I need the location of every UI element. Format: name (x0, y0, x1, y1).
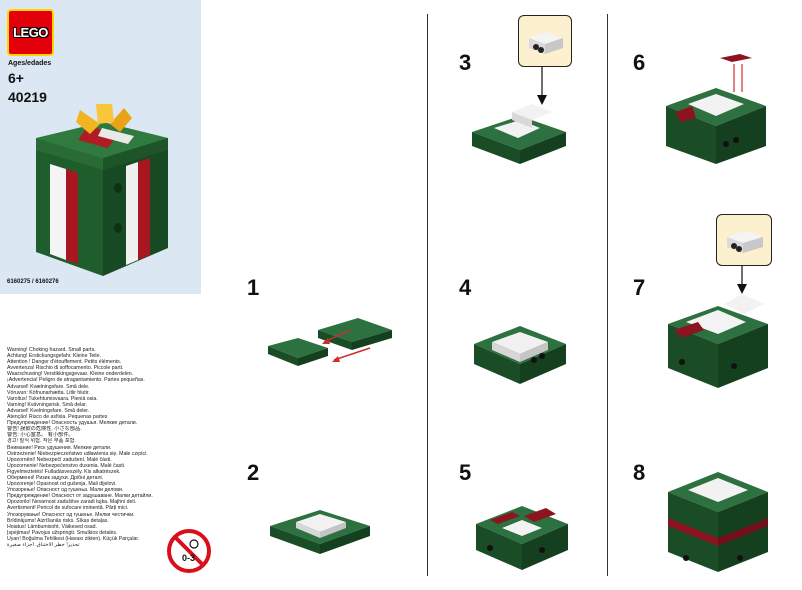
warning-line: Ostrzeżenie! Niebezpieczeństwo udławieni… (7, 450, 148, 457)
ages-label: Ages/edades (8, 60, 52, 67)
step-7-illustration (668, 294, 768, 388)
warning-line: 경고! 질식 위험. 작은 부품 포함. (7, 438, 76, 445)
step-number-8: 8 (633, 460, 646, 485)
age-warning-text: 0-3 (182, 553, 195, 563)
white-brick-part-image (727, 231, 763, 253)
step-number-1: 1 (247, 275, 260, 300)
warning-line: تحذير! خطر الاختناق. أجزاء صغيرة (7, 542, 80, 548)
gift-box-model-image (36, 104, 168, 276)
cover-product-codes: 6160275 / 6160276 (7, 279, 59, 285)
warning-line: 警告: 小心窒息。 有小部件。 (7, 432, 74, 439)
step-3-part-callout (518, 15, 572, 67)
white-brick-part-image (529, 32, 563, 54)
warning-line: Figyelmeztetés! Fulladásveszély. Kis alk… (7, 468, 121, 475)
step-3-illustration (472, 104, 566, 164)
set-number: 40219 (8, 89, 47, 105)
warning-line: Upozorenje! Opasnost od gušenja. Mali di… (7, 481, 117, 488)
step-4-illustration (474, 326, 566, 384)
warning-line: ¡Advertencia! Peligro de atragantamiento… (7, 377, 145, 384)
warning-line: Avvertenza! Rischio di soffocamento. Pic… (7, 365, 124, 372)
warning-line: Hoiatus! Lämbumisoht. Väikesed osad. (7, 523, 97, 530)
warning-line: Упозорење! Опасност од гушења. Мали дело… (7, 487, 124, 494)
warning-line: Waarschuwing! Verstikkingsgevaar. Kleine… (7, 371, 134, 378)
warning-line: Внимание! Риск удушения. Мелкие детали. (7, 444, 112, 451)
warning-line: Vöruvun: Köfnunarhætta. Litlir hlutir. (7, 389, 90, 396)
step-1-illustration (268, 318, 392, 366)
step-number-7: 7 (633, 275, 646, 300)
warning-line: Оберменні! Ризик задухи. Дрібні деталі. (7, 474, 104, 481)
step-7-part-callout (716, 214, 772, 266)
column-divider (427, 14, 428, 576)
column-divider (607, 14, 608, 576)
step-8-illustration (668, 472, 768, 572)
warning-line: Advarsel! Kvelningsfare. Små deler. (7, 407, 90, 414)
warning-line: Avertisment! Pericol de sufocare iminent… (7, 505, 129, 512)
warning-line: Brīdinājums! Aizrīšanās risks. Sīkas det… (7, 517, 109, 524)
lego-logo-text: LEGO (13, 25, 48, 40)
step-number-2: 2 (247, 460, 260, 485)
warning-line: Upozornění! Nebezpečí zadušení. Malé čás… (7, 456, 112, 463)
warning-line: Advarsel! Kvælningsfare. Små dele. (7, 383, 90, 390)
cover-panel: LEGO Ages/edades 6+ 40219 (0, 0, 201, 294)
warning-line: Achtung! Erstickungsgefahr. Kleine Teile… (7, 353, 101, 360)
step-number-3: 3 (459, 50, 472, 75)
step-5-illustration (476, 506, 568, 570)
step-number-4: 4 (459, 275, 472, 300)
warning-line: 警告! 誤飲の危険性. 小さな部品. (7, 426, 82, 433)
age-warning-icon: 0-3 (167, 529, 211, 573)
step-7-arrow (737, 266, 747, 294)
warning-line: Warning! Choking hazard. Small parts. (7, 347, 96, 353)
warning-line: Atenção! Risco de asfixia. Pequenas part… (7, 414, 108, 421)
warning-line: Uyarı! Boğulma Tehlikesi (Havası zikten)… (7, 535, 140, 542)
warning-line: Varoitus! Tukehtumisvaara. Pieniä osia. (7, 395, 98, 402)
warning-line: Attention ! Danger d'étouffement. Petits… (7, 359, 122, 366)
step-2-illustration (270, 510, 370, 554)
warning-line: Предупреждение! Опасность удушья. Мелкие… (7, 420, 138, 427)
age-value: 6+ (8, 70, 24, 86)
warning-line: Упозорување! Опасност од гушење. Мелки ч… (7, 511, 135, 518)
step-3-arrow (537, 67, 547, 105)
warning-line: Opozorilo! Nevarnost zadušitve zaradi tu… (7, 499, 137, 506)
left-panel: LEGO Ages/edades 6+ 40219 (0, 0, 211, 590)
step-6-illustration (666, 54, 766, 164)
step-number-5: 5 (459, 460, 472, 485)
safety-warnings: Warning! Choking hazard. Small parts. Ac… (7, 347, 187, 548)
warning-line: Įspėjimas! Pavojus užspringti. Smulkios … (7, 529, 118, 536)
step-number-6: 6 (633, 50, 646, 75)
warning-line: Предупреждение! Опасност от задушаване. … (7, 493, 153, 500)
lego-logo: LEGO (7, 9, 54, 56)
warning-line: Upozornenie! Nebezpečenstvo dusenia. Mal… (7, 462, 126, 469)
warning-line: Varning! Kvävningsrisk. Små delar. (7, 401, 88, 408)
